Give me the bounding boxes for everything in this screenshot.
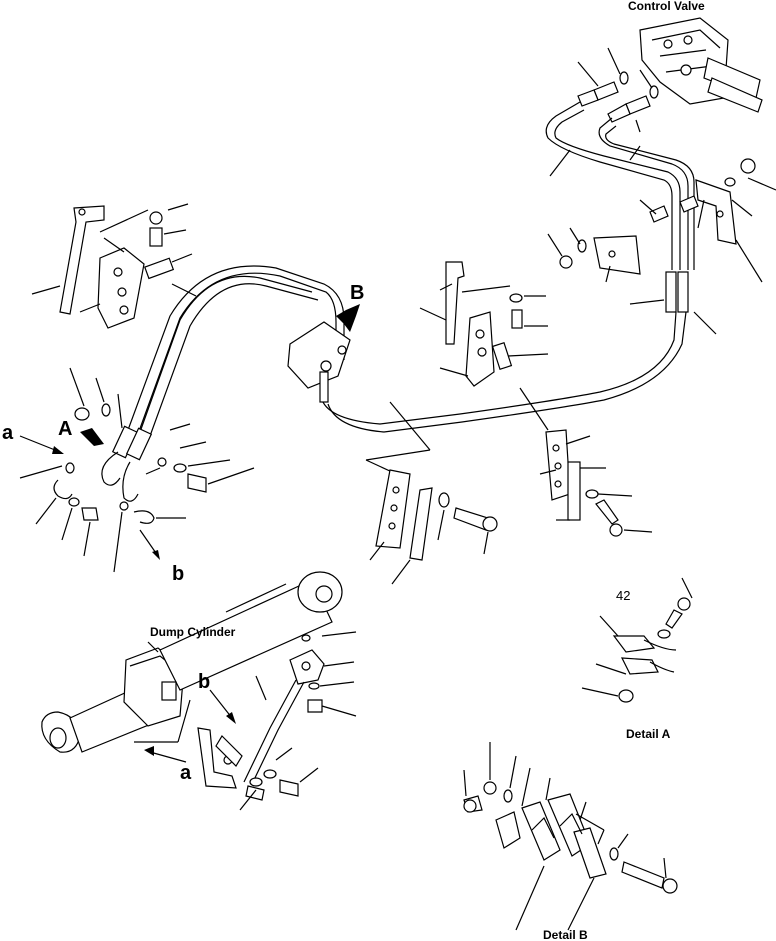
upper-left-bracket: [31, 203, 197, 329]
dump-cylinder-label: Dump Cylinder: [150, 625, 236, 639]
cylinder-pipe: [197, 631, 357, 811]
arrow-a-lower-label: a: [180, 762, 192, 784]
steel-pipes-right: [545, 101, 717, 335]
clamp-b-assembly: [287, 304, 360, 403]
pipe-clamp-right: [547, 158, 776, 283]
hose-routing: [127, 265, 687, 473]
lower-center-clamp: [369, 469, 498, 585]
detail-b-label: Detail B: [543, 928, 588, 941]
middle-bracket: [419, 261, 549, 387]
arrow-a-upper-label: a: [2, 422, 14, 444]
detail-a-label: Detail A: [626, 727, 671, 741]
view-a-label: A: [58, 418, 73, 440]
view-arrows: [19, 428, 236, 763]
arrow-b-lower-label: b: [172, 563, 185, 585]
control-valve-part: [639, 17, 763, 113]
dump-cylinder-part: [41, 571, 343, 753]
left-hose-fittings: [19, 367, 255, 573]
control-valve-label: Control Valve: [628, 0, 705, 13]
view-b-label: B: [350, 282, 365, 304]
lower-right-clamp: [519, 387, 653, 537]
detail-a-drawing: [581, 577, 693, 703]
reference-number-label: 42: [616, 588, 631, 603]
detail-b-drawing: [463, 742, 678, 931]
arrow-b-upper-label: b: [198, 671, 211, 693]
